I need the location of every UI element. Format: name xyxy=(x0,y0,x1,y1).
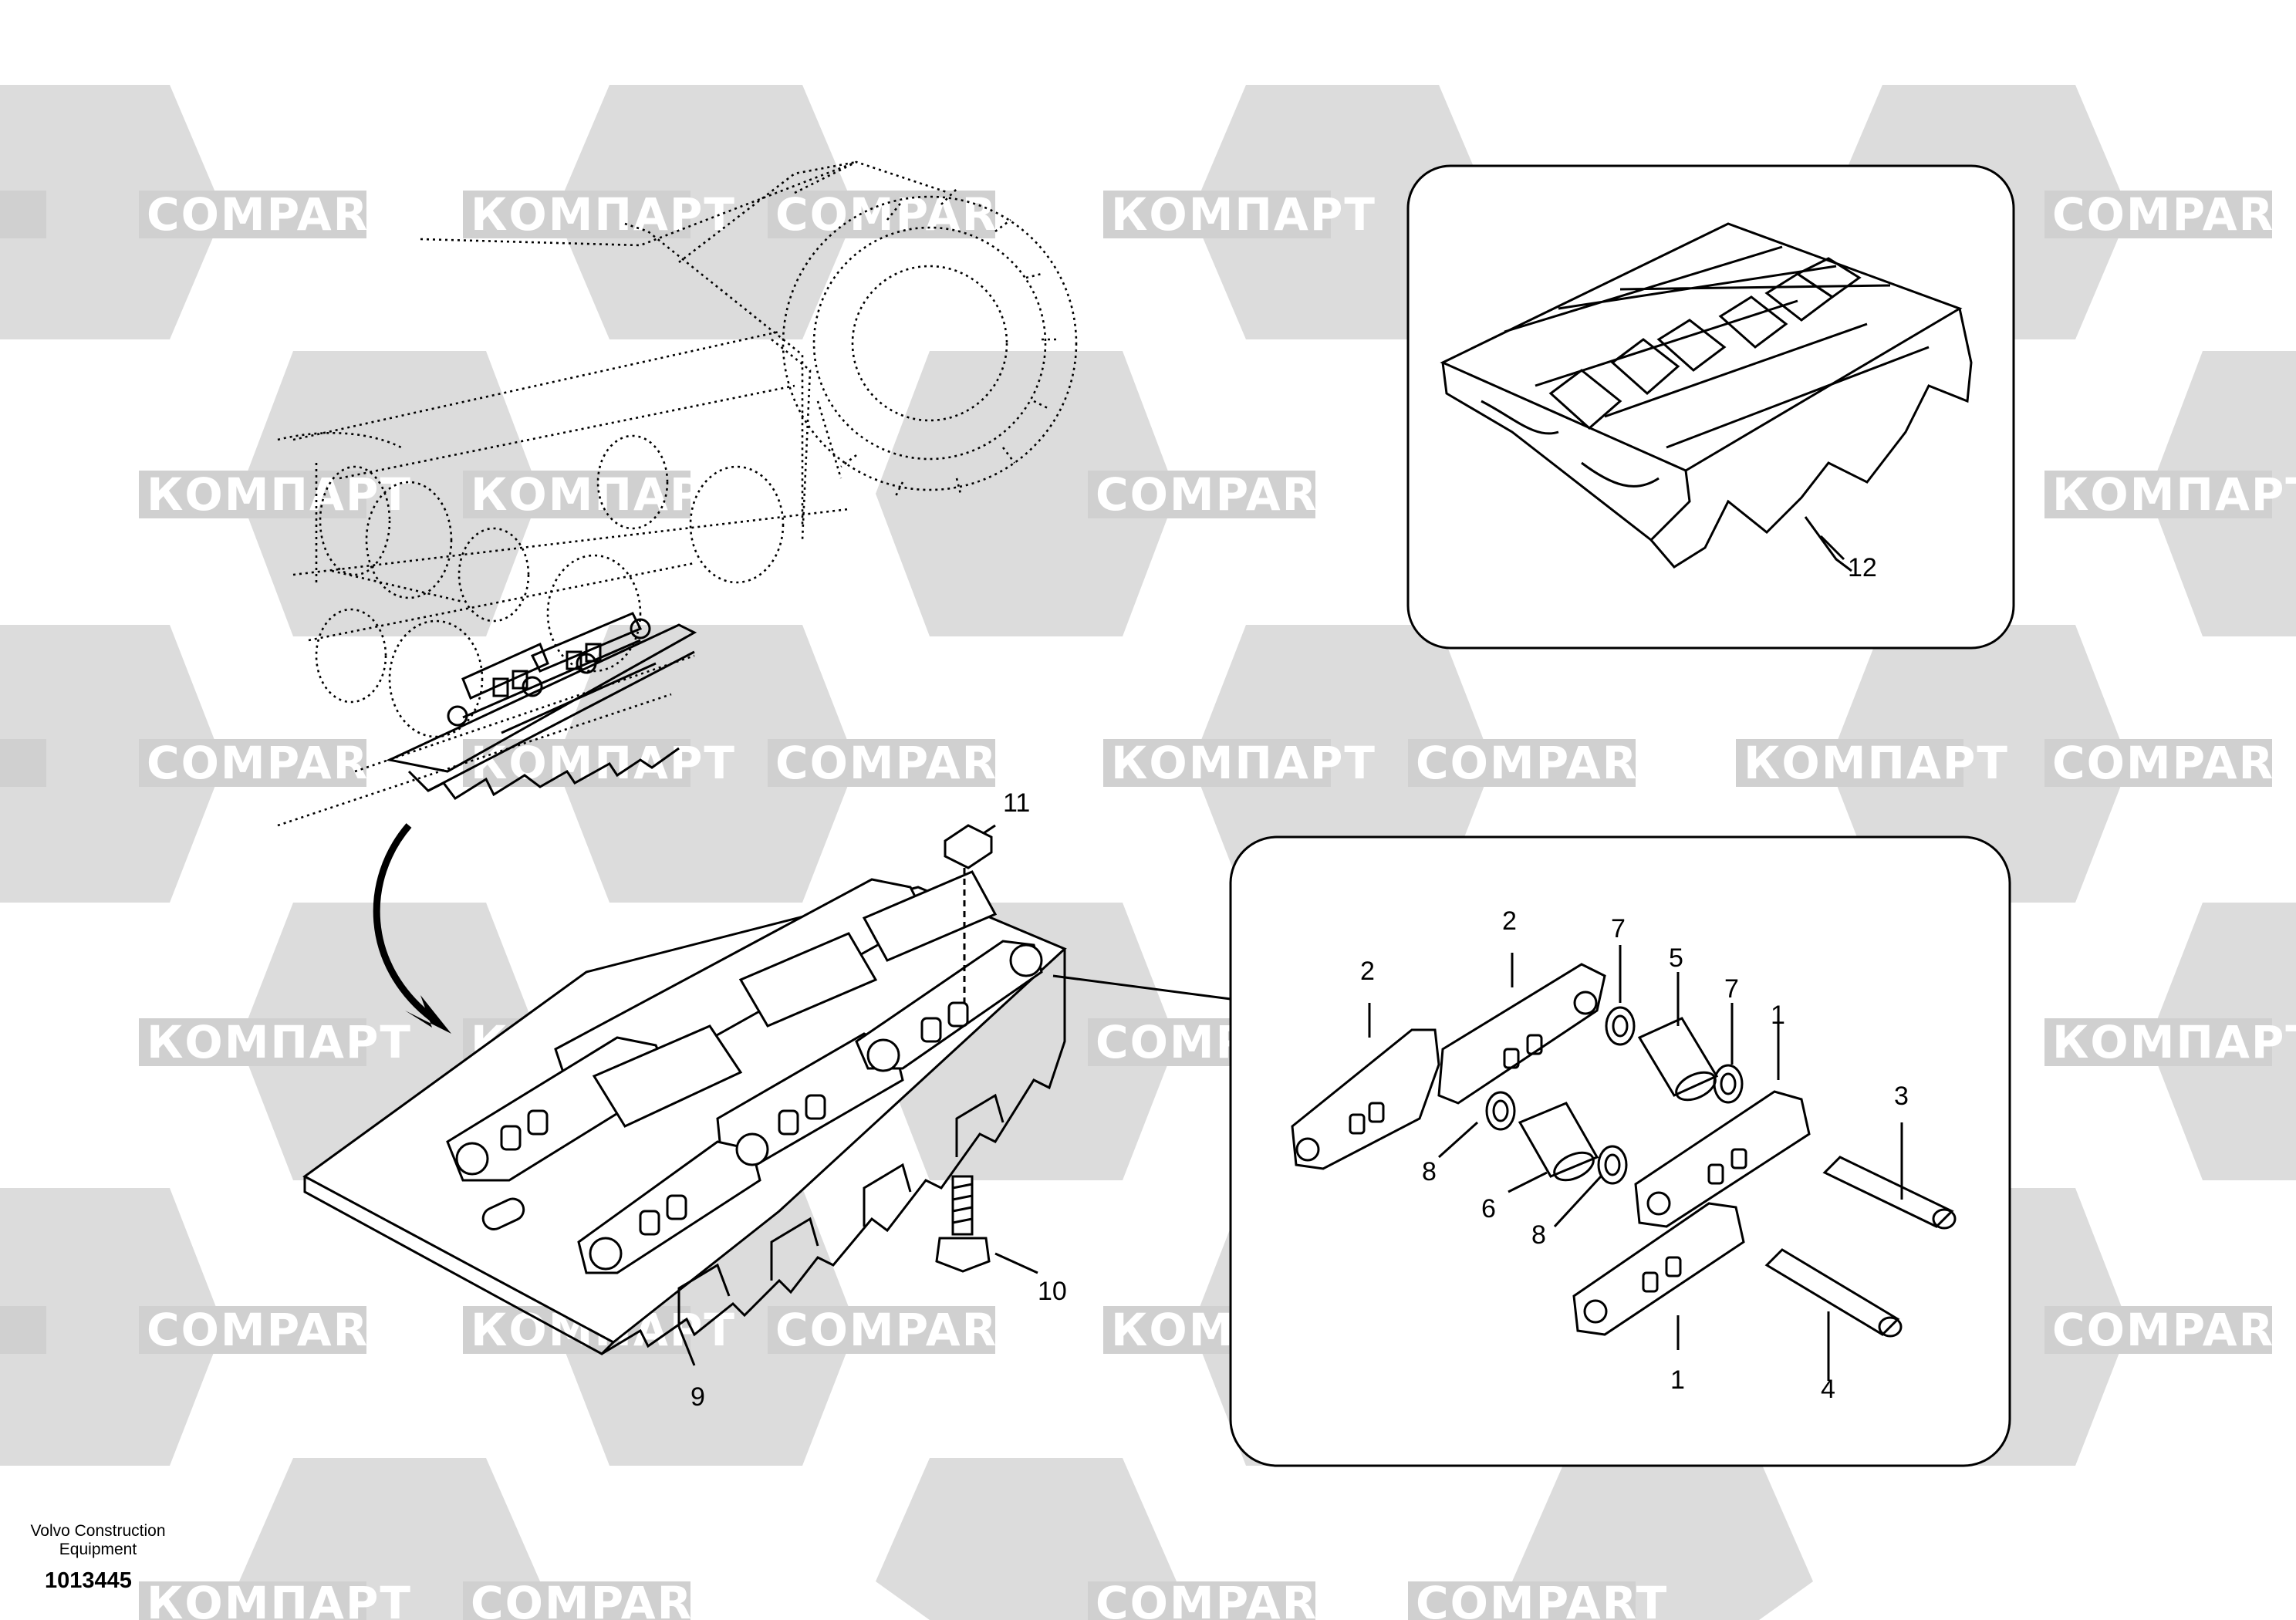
callout-10: 10 xyxy=(1038,1277,1067,1306)
svg-text:COMPART: COMPART xyxy=(147,737,399,789)
svg-text:КОМПАРТ: КОМПАРТ xyxy=(147,1577,412,1620)
svg-text:КОМПАРТ: КОМПАРТ xyxy=(471,737,736,789)
callout-6: 6 xyxy=(1481,1194,1496,1223)
svg-text:COMPART: COMPART xyxy=(1096,468,1348,521)
svg-text:COMPART: COMPART xyxy=(1416,1577,1668,1620)
svg-text:COMPART: COMPART xyxy=(1096,1577,1348,1620)
document-number: 1013445 xyxy=(45,1568,132,1593)
leader-lines xyxy=(677,535,1903,1381)
credit-line-2: Equipment xyxy=(59,1541,137,1558)
svg-text:COMPART: COMPART xyxy=(775,188,1028,241)
inset-12-shoe-assembly xyxy=(1406,164,2015,650)
svg-text:COMPART: COMPART xyxy=(2052,188,2296,241)
svg-text:COMPART: COMPART xyxy=(1416,737,1668,789)
svg-text:КОМПАРТ: КОМПАРТ xyxy=(1111,188,1376,241)
svg-text:COMPART: COMPART xyxy=(147,1304,399,1356)
undercarriage-overview xyxy=(277,160,1078,1034)
callout-7-left: 7 xyxy=(1611,914,1626,943)
callout-7-right: 7 xyxy=(1724,974,1739,1004)
publisher-credit: Volvo Construction Equipment xyxy=(25,1522,171,1559)
svg-text:КОМПАРТ: КОМПАРТ xyxy=(2052,1016,2296,1068)
svg-text:КОМПАРТ: КОМПАРТ xyxy=(1744,737,2009,789)
svg-text:COMPART: COMPART xyxy=(471,1577,723,1620)
svg-text:КОМПАРТ: КОМПАРТ xyxy=(147,468,412,521)
callout-8-left: 8 xyxy=(1422,1157,1437,1186)
svg-text:COMPART: COMPART xyxy=(775,737,1028,789)
callout-3: 3 xyxy=(1894,1082,1909,1111)
svg-text:КОМПАРТ: КОМПАРТ xyxy=(1111,737,1376,789)
callout-4: 4 xyxy=(1821,1375,1835,1404)
callout-2-left: 2 xyxy=(1360,957,1375,986)
callout-5: 5 xyxy=(1669,943,1683,973)
callout-2-right: 2 xyxy=(1502,906,1517,936)
callout-11: 11 xyxy=(1003,788,1030,818)
svg-text:COMPART: COMPART xyxy=(2052,737,2296,789)
callout-1-upper: 1 xyxy=(1771,1001,1785,1030)
svg-text:КОМПАРТ: КОМПАРТ xyxy=(471,468,736,521)
svg-text:COMPART: COMPART xyxy=(2052,1304,2296,1356)
callout-9: 9 xyxy=(690,1382,705,1412)
callout-labels: 12 11 10 9 2 2 7 5 7 1 3 8 6 8 1 4 xyxy=(690,553,1909,1412)
inset-link-exploded xyxy=(1052,835,2011,1467)
svg-text:КОМПАРТ: КОМПАРТ xyxy=(147,1016,412,1068)
credit-line-1: Volvo Construction xyxy=(30,1522,166,1540)
svg-text:COMPART: COMPART xyxy=(147,188,399,241)
svg-text:КОМПАРТ: КОМПАРТ xyxy=(471,188,736,241)
svg-text:COMPART: COMPART xyxy=(775,1304,1028,1356)
callout-1-lower: 1 xyxy=(1670,1365,1685,1395)
svg-text:КОМПАРТ: КОМПАРТ xyxy=(2052,468,2296,521)
main-track-chain xyxy=(302,824,1067,1355)
callout-8-right: 8 xyxy=(1531,1220,1546,1250)
callout-12: 12 xyxy=(1848,553,1877,582)
